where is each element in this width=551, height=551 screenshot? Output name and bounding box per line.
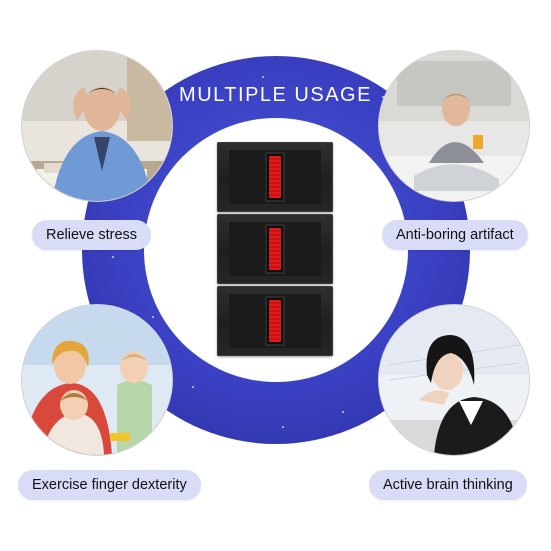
product-block xyxy=(217,286,333,356)
label-exercise-finger-dexterity: Exercise finger dexterity xyxy=(18,470,201,500)
product-image xyxy=(217,142,333,358)
family-photo xyxy=(21,304,173,456)
label-anti-boring-artifact: Anti-boring artifact xyxy=(382,220,528,250)
label-active-brain-thinking: Active brain thinking xyxy=(369,470,527,500)
product-block xyxy=(217,142,333,212)
stressed-man-photo xyxy=(21,50,173,202)
relaxed-man-photo xyxy=(378,50,530,202)
product-block xyxy=(217,214,333,284)
headline: MULTIPLE USAGE xyxy=(179,84,372,106)
label-relieve-stress: Relieve stress xyxy=(32,220,152,250)
thinking-woman-photo xyxy=(378,304,530,456)
